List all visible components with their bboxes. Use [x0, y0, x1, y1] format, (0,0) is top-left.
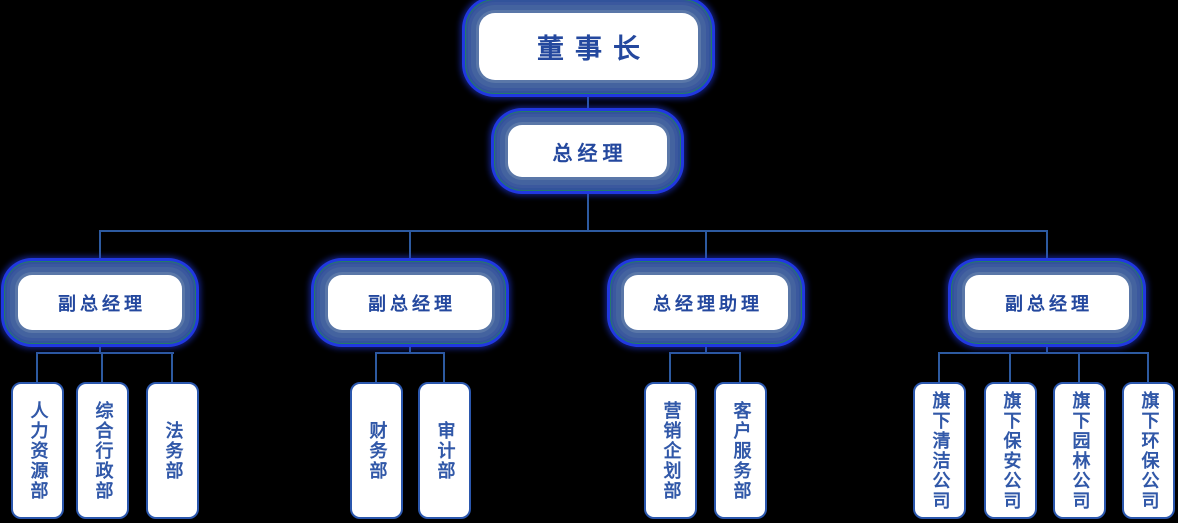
connector-line: [1046, 230, 1048, 276]
connector-line: [375, 352, 377, 384]
node-label: 人力资源部: [27, 400, 49, 501]
node-label: 旗下清洁公司: [929, 390, 951, 511]
node-label: 副总经理: [1005, 293, 1093, 315]
org-node-customer-service-dept[interactable]: 客户服务部: [714, 382, 767, 519]
org-node-security-company[interactable]: 旗下保安公司: [984, 382, 1037, 519]
org-node-admin-dept[interactable]: 综合行政部: [76, 382, 129, 519]
connector-line: [1046, 330, 1048, 354]
connector-line: [587, 80, 589, 130]
node-label: 总经理: [552, 140, 628, 165]
node-label: 总经理助理: [653, 293, 763, 315]
node-label: 旗下园林公司: [1069, 390, 1091, 511]
node-label: 客户服务部: [730, 400, 752, 501]
connector-line: [99, 330, 101, 354]
org-node-hr-dept[interactable]: 人力资源部: [11, 382, 64, 519]
org-node-marketing-dept[interactable]: 营销企划部: [644, 382, 697, 519]
connector-line: [99, 230, 1048, 232]
node-label: 旗下保安公司: [1000, 390, 1022, 511]
node-label: 财务部: [366, 420, 388, 481]
node-label: 副总经理: [58, 293, 146, 315]
org-node-landscaping-company[interactable]: 旗下园林公司: [1053, 382, 1106, 519]
org-node-gm-assistant[interactable]: 总经理助理: [624, 275, 788, 330]
org-node-deputy-gm-2[interactable]: 副总经理: [328, 275, 492, 330]
connector-line: [36, 352, 38, 384]
connector-line: [587, 177, 589, 232]
connector-line: [99, 230, 101, 276]
org-node-environmental-company[interactable]: 旗下环保公司: [1122, 382, 1175, 519]
org-node-chairman[interactable]: 董事长: [479, 13, 698, 80]
org-node-legal-dept[interactable]: 法务部: [146, 382, 199, 519]
node-label: 营销企划部: [660, 400, 682, 501]
org-node-deputy-gm-1[interactable]: 副总经理: [18, 275, 182, 330]
connector-line: [409, 330, 411, 354]
connector-line: [705, 330, 707, 354]
connector-line: [101, 352, 103, 384]
connector-line: [669, 352, 741, 354]
connector-line: [36, 352, 174, 354]
connector-line: [1009, 352, 1011, 384]
connector-line: [938, 352, 940, 384]
connector-line: [443, 352, 445, 384]
org-node-finance-dept[interactable]: 财务部: [350, 382, 403, 519]
org-node-deputy-gm-3[interactable]: 副总经理: [965, 275, 1129, 330]
node-label: 副总经理: [368, 293, 456, 315]
org-node-general-manager[interactable]: 总经理: [508, 125, 667, 177]
connector-line: [409, 230, 411, 276]
node-label: 旗下环保公司: [1138, 390, 1160, 511]
connector-line: [705, 230, 707, 276]
connector-line: [669, 352, 671, 384]
connector-line: [375, 352, 445, 354]
connector-line: [1078, 352, 1080, 384]
node-label: 法务部: [162, 420, 184, 481]
node-label: 审计部: [434, 420, 456, 481]
connector-line: [171, 352, 173, 384]
connector-line: [938, 352, 1149, 354]
org-node-cleaning-company[interactable]: 旗下清洁公司: [913, 382, 966, 519]
node-label: 董事长: [537, 34, 651, 65]
connector-line: [739, 352, 741, 384]
org-node-audit-dept[interactable]: 审计部: [418, 382, 471, 519]
connector-line: [1147, 352, 1149, 384]
node-label: 综合行政部: [92, 400, 114, 501]
